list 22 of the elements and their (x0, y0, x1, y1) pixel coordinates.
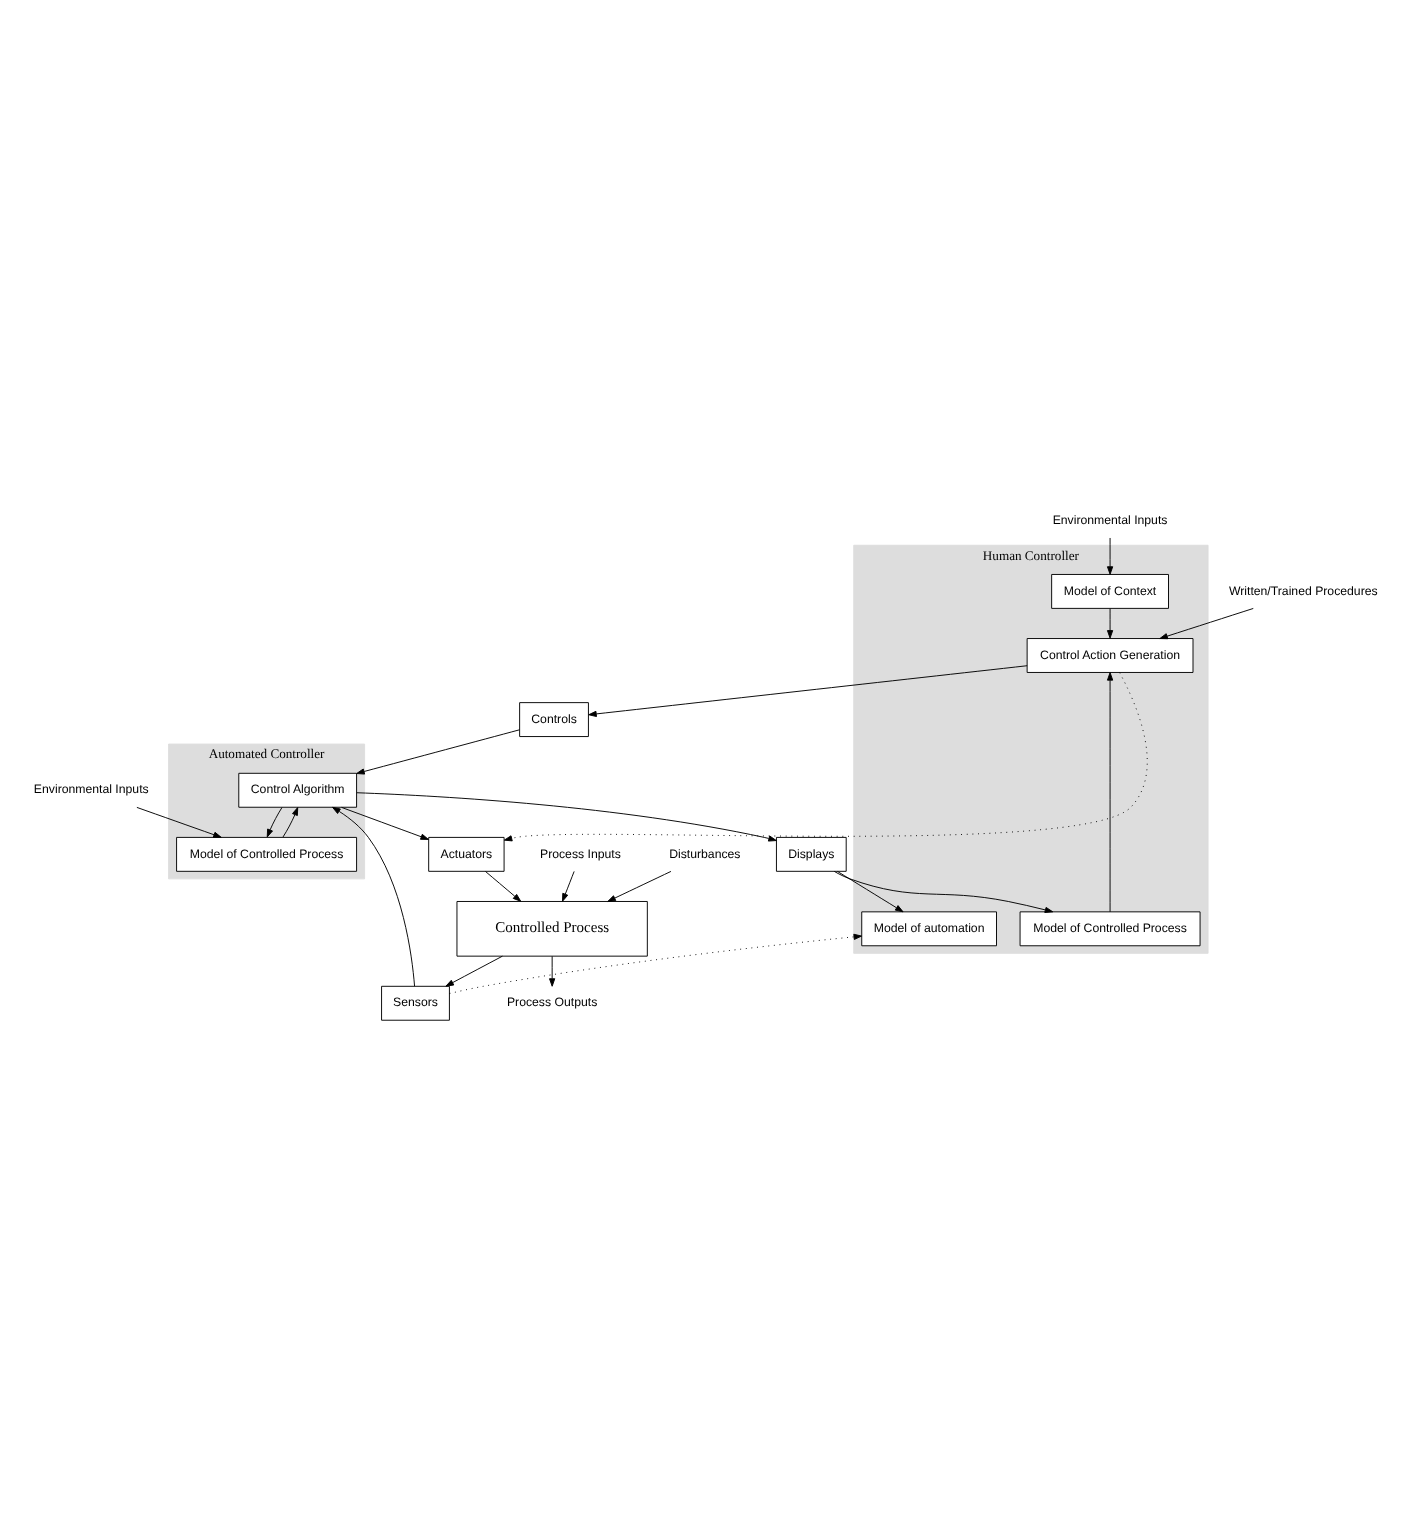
arrow (282, 807, 299, 838)
arrow (503, 672, 1148, 842)
arrow (549, 955, 556, 987)
arrow (1106, 672, 1114, 913)
arrow (1106, 537, 1114, 575)
arrow (356, 792, 777, 842)
arrow (445, 955, 503, 987)
arrow (562, 870, 575, 902)
node-box: Controlled Process (456, 901, 648, 957)
arrow (449, 933, 863, 994)
arrow (484, 870, 522, 902)
arrow (588, 665, 1028, 717)
arrow (332, 806, 416, 987)
arrow (607, 870, 672, 902)
arrow (266, 807, 283, 838)
arrow (356, 729, 520, 775)
arrow (833, 870, 1054, 913)
arrow (1159, 608, 1254, 640)
arrow (1106, 608, 1114, 639)
arrow (837, 870, 904, 913)
arrow (341, 806, 429, 840)
arrow (136, 806, 222, 838)
